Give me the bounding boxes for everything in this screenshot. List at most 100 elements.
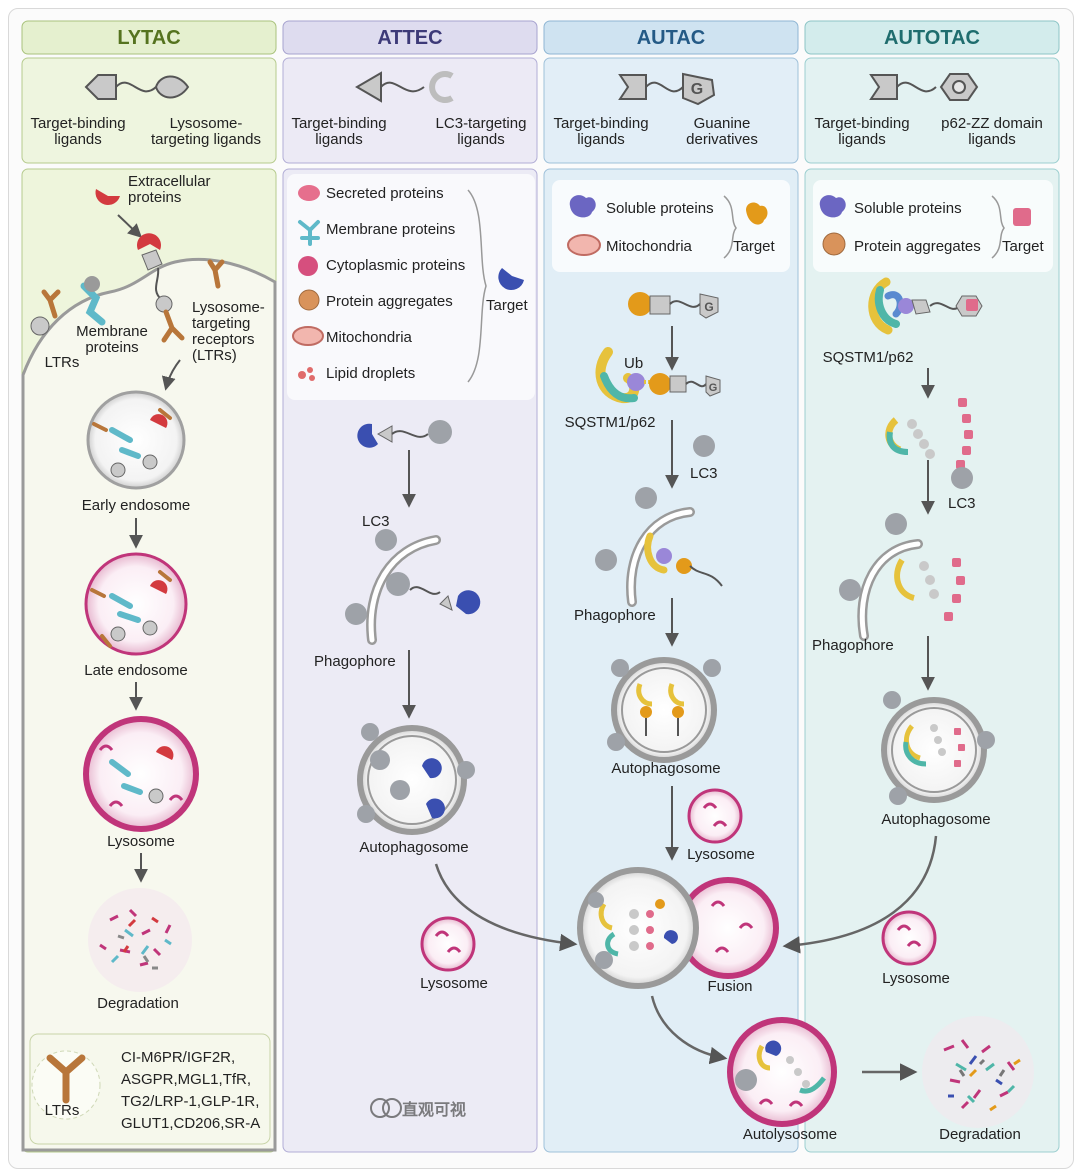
- autac-lc3: LC3: [690, 465, 718, 482]
- attec-left-ligand-2: ligands: [315, 131, 363, 148]
- lytac-ltrs-short: LTRs: [45, 354, 80, 371]
- autac-left-ligand-1: Target-binding: [553, 115, 648, 132]
- autotac-target-aggregates: Protein aggregates: [854, 238, 981, 255]
- lytac-left-ligand-1: Target-binding: [30, 115, 125, 132]
- lytac-receptor-1: Lysosome-: [192, 299, 265, 316]
- ltr-list-1: CI-M6PR/IGF2R,: [121, 1049, 235, 1066]
- mitochondria-icon: [567, 234, 601, 256]
- lytac-membrane-2: proteins: [85, 339, 138, 356]
- autac-target-soluble: Soluble proteins: [606, 200, 714, 217]
- autotac-lysosome: Lysosome: [882, 970, 950, 987]
- lytac-early-endosome: Early endosome: [82, 497, 190, 514]
- autac-g-2: G: [709, 382, 718, 394]
- autotac-autophagosome: Autophagosome: [881, 811, 990, 828]
- attec-lysosome: Lysosome: [420, 975, 488, 992]
- mitochondria-icon: [292, 326, 324, 346]
- autac-target-label: Target: [733, 238, 776, 255]
- autac-title: AUTAC: [637, 27, 706, 49]
- autac-autophagosome: Autophagosome: [611, 760, 720, 777]
- attec-title: ATTEC: [377, 27, 442, 49]
- cytoplasmic-protein-icon: [298, 256, 318, 276]
- attec-phagophore: Phagophore: [314, 653, 396, 670]
- attec-right-ligand-1: LC3-targeting: [436, 115, 527, 132]
- lytac-receptor-4: (LTRs): [192, 347, 237, 364]
- autotac-molecule: [869, 73, 979, 101]
- ltr-list-label: LTRs: [45, 1102, 80, 1119]
- attec-lc3: LC3: [362, 513, 390, 530]
- target-red-icon: [1013, 208, 1031, 226]
- autotac-left-ligand-2: ligands: [838, 131, 886, 148]
- ltr-list-2: ASGPR,MGL1,TfR,: [121, 1071, 251, 1088]
- attec-target-lipid: Lipid droplets: [326, 365, 415, 382]
- autac-left-ligand-2: ligands: [577, 131, 625, 148]
- autac-autolysosome: Autolysosome: [743, 1126, 837, 1143]
- autotac-right-ligand-1: p62-ZZ domain: [941, 115, 1043, 132]
- secreted-protein-icon: [298, 185, 320, 201]
- lytac-membrane-1: Membrane: [76, 323, 148, 340]
- autac-pathway: Soluble proteins Mitochondria Target G U…: [552, 180, 1034, 1143]
- autotac-pathway: Soluble proteins Protein aggregates Targ…: [782, 180, 1053, 987]
- attec-target-aggregates: Protein aggregates: [326, 293, 453, 310]
- lytac-receptor-3: receptors: [192, 331, 255, 348]
- autotac-right-ligand-2: ligands: [968, 131, 1016, 148]
- attec-target-mitochondria: Mitochondria: [326, 329, 413, 346]
- g-glyph: G: [691, 81, 703, 98]
- attec-target-label: Target: [486, 297, 529, 314]
- column-autotac: [804, 20, 1060, 1153]
- lytac-title: LYTAC: [117, 27, 180, 49]
- attec-right-ligand-2: ligands: [457, 131, 505, 148]
- lytac-lysosome: Lysosome: [107, 833, 175, 850]
- fusion-vesicle: [577, 867, 779, 989]
- autotac-p62: SQSTM1/p62: [823, 349, 914, 366]
- lipid-droplet-icon: [298, 367, 315, 381]
- lytac-right-ligand-1: Lysosome-: [170, 115, 243, 132]
- membrane-protein-icon: [298, 220, 320, 246]
- lytac-molecule: [84, 74, 190, 100]
- autac-ub: Ub: [624, 355, 643, 372]
- soluble-protein-icon: [819, 195, 846, 218]
- autotac-phagophore: Phagophore: [812, 637, 894, 654]
- attec-autophagosome: Autophagosome: [359, 839, 468, 856]
- autac-degradation: Degradation: [939, 1126, 1021, 1143]
- ltr-list-3: TG2/LRP-1,GLP-1R,: [121, 1093, 259, 1110]
- autac-right-ligand-2: derivatives: [686, 131, 758, 148]
- lytac-extracellular-2: proteins: [128, 189, 181, 206]
- attec-molecule: [355, 71, 454, 103]
- lytac-degradation-debris: [88, 888, 192, 992]
- autotac-left-ligand-1: Target-binding: [814, 115, 909, 132]
- lytac-receptor-2: targeting: [192, 315, 250, 332]
- ltr-list-4: GLUT1,CD206,SR-A: [121, 1115, 260, 1132]
- ligand-labels: Target-binding ligands Lysosome- targeti…: [30, 115, 1042, 148]
- autac-lysosome: Lysosome: [687, 846, 755, 863]
- autotac-target-soluble: Soluble proteins: [854, 200, 962, 217]
- protein-aggregate-icon: [822, 232, 846, 256]
- autac-phagophore: Phagophore: [574, 607, 656, 624]
- autac-molecule: G: [618, 72, 716, 106]
- lytac-left-ligand-2: ligands: [54, 131, 102, 148]
- autac-right-ligand-1: Guanine: [694, 115, 751, 132]
- attec-pathway: Secreted proteins Membrane proteins Cyto…: [287, 174, 578, 992]
- autac-target-mito: Mitochondria: [606, 238, 693, 255]
- autotac-title: AUTOTAC: [884, 27, 980, 49]
- autotac-lc3: LC3: [948, 495, 976, 512]
- lytac-late-endosome: Late endosome: [84, 662, 187, 679]
- lytac-pathway: Extracellular proteins Membrane proteins…: [21, 173, 277, 1152]
- lytac-extracellular-1: Extracellular: [128, 173, 211, 190]
- lytac-degradation: Degradation: [97, 995, 179, 1012]
- watermark-logo: 直观可视: [370, 1098, 466, 1119]
- autac-g-1: G: [704, 300, 713, 314]
- lytac-right-ligand-2: targeting ligands: [151, 131, 261, 148]
- final-degradation-debris: [922, 1016, 1034, 1128]
- attec-left-ligand-1: Target-binding: [291, 115, 386, 132]
- attec-target-cytoplasmic: Cytoplasmic proteins: [326, 257, 465, 274]
- autotac-target-label: Target: [1002, 238, 1045, 255]
- watermark-text: 直观可视: [402, 1100, 466, 1119]
- protein-aggregate-icon: [298, 289, 320, 311]
- attec-target-secreted: Secreted proteins: [326, 185, 444, 202]
- target-orange-icon: [746, 202, 768, 225]
- soluble-protein-icon: [569, 195, 596, 218]
- autac-fusion: Fusion: [707, 978, 752, 995]
- attec-target-membrane: Membrane proteins: [326, 221, 455, 238]
- autac-p62: SQSTM1/p62: [565, 414, 656, 431]
